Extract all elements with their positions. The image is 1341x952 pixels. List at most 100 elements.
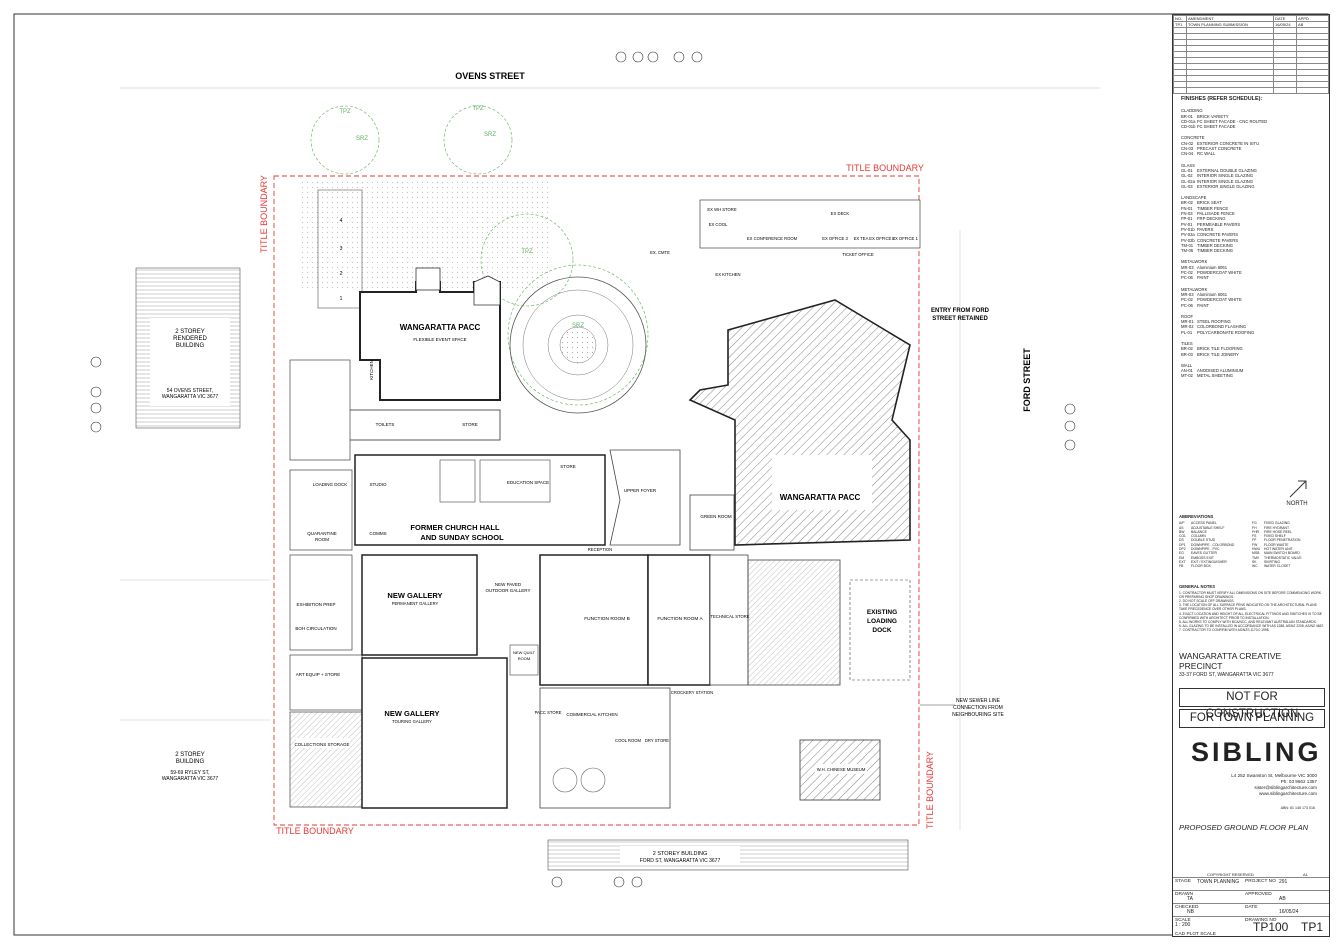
abbrev-code: FH xyxy=(1252,525,1257,530)
approved-value: AB xyxy=(1279,896,1286,902)
finish-group-title: CLADDING xyxy=(1181,108,1203,114)
gallery-permanent xyxy=(361,554,478,656)
room-loading-dock: LOADING DOCK xyxy=(313,482,348,487)
room-gallery-tour-sub: TOURING GALLERY xyxy=(392,719,432,724)
project-name: WANGARATTA CREATIVE PRECINCT xyxy=(1179,651,1282,671)
finish-code: PV-01 xyxy=(1181,221,1193,227)
section-markers-left[interactable] xyxy=(90,356,102,433)
section-markers-right[interactable] xyxy=(1064,403,1076,451)
dwgno-value: TP100 xyxy=(1253,920,1289,934)
abbrev-desc: BALANCE xyxy=(1191,529,1207,534)
abbrev-desc: DOWNPIPE - COLORBOND xyxy=(1191,542,1235,547)
abbrev-desc: FLOOR BOX xyxy=(1191,564,1211,569)
finish-desc: POWDERCOAT WHITE xyxy=(1197,270,1242,276)
room-collections: COLLECTIONS STORAGE xyxy=(295,742,350,747)
finish-desc: CONCRETE PAVERS xyxy=(1197,232,1239,238)
finish-code: BR-02 xyxy=(1181,200,1193,206)
finish-desc: BRICK TILE FLOORING xyxy=(1197,346,1243,352)
title-boundary-top: TITLE BOUNDARY xyxy=(846,163,924,173)
existing-loading-dock xyxy=(849,579,911,681)
label-sewer3: NEIGHBOURING SITE xyxy=(952,712,1004,718)
stamp-town-planning: FOR TOWN PLANNING xyxy=(1179,709,1325,728)
room-quilt1: NEW QUILT xyxy=(513,650,535,655)
firm-email[interactable]: sister@siblingarchitecture.com xyxy=(1254,785,1317,790)
finish-code: CN-02 xyxy=(1181,140,1194,146)
label-entry2: STREET RETAINED xyxy=(932,316,988,322)
finish-desc: TIMBER FENCE xyxy=(1197,205,1229,211)
room-loading2: LOADING xyxy=(867,618,897,625)
abbrev-desc: FIRE HOSE REEL xyxy=(1264,529,1293,534)
room-ex-wh: EX WH STORE xyxy=(707,207,736,212)
finish-code: PC-02 xyxy=(1181,297,1193,303)
gallery-touring xyxy=(361,657,508,809)
tpz-label-2: TPZ xyxy=(472,106,484,112)
neighbour-54-addr1: 54 OVENS STREET, xyxy=(167,388,213,394)
cad-plot-label: CAD PLOT SCALE xyxy=(1175,932,1216,937)
finish-desc: ANODISED ALUMINIUM xyxy=(1197,368,1244,374)
finish-code: TM-01 xyxy=(1181,242,1194,248)
drawing-title: PROPOSED GROUND FLOOR PLAN xyxy=(1179,823,1309,832)
finish-desc: BRICK TILE JOINERY xyxy=(1197,351,1239,357)
finish-desc: BRICK SEAT xyxy=(1197,200,1222,206)
abbrev-code: FB xyxy=(1179,564,1184,569)
finish-desc: PAVERS xyxy=(1197,226,1214,232)
abbrev-desc: SKIRTING xyxy=(1264,559,1280,564)
north-arrow: NORTH xyxy=(1281,477,1313,507)
street-ovens: OVENS STREET xyxy=(455,71,525,81)
neighbour-ford-type: 2 STOREY BUILDING xyxy=(653,851,708,857)
finish-code: PC-06 xyxy=(1181,302,1193,308)
abbrev-code: COL xyxy=(1179,534,1186,539)
room-crockery: CROCKERY STATION xyxy=(671,690,713,695)
room-pacc-east: WANGARATTA PACC xyxy=(780,493,861,502)
section-markers-bottom[interactable] xyxy=(551,876,643,888)
finish-code: FN-03 xyxy=(1181,211,1193,217)
finish-group-title: TILES xyxy=(1181,340,1193,346)
title-boundary-left: TITLE BOUNDARY xyxy=(259,175,269,253)
abbrev-code: DP1 xyxy=(1179,542,1186,547)
north-arrow-icon xyxy=(1289,480,1307,498)
finish-desc: INTERIOR SINGLE GLAZING xyxy=(1197,178,1254,184)
room-ex-cmte: EX. CMTE xyxy=(650,250,670,255)
room-comms: COMMS xyxy=(369,531,386,536)
finish-group-title: ROOF xyxy=(1181,313,1194,319)
dwgno-label: DRAWING NO xyxy=(1245,918,1277,923)
srz-label-2: SRZ xyxy=(484,132,496,138)
finish-group-title: GLASS xyxy=(1181,162,1195,168)
finish-desc: PALLISADE FENCE xyxy=(1197,211,1235,217)
parking-2: 2 xyxy=(340,271,343,277)
title-boundary-bottom: TITLE BOUNDARY xyxy=(276,826,354,836)
room-ex-office2: EX OFFICE 2 xyxy=(869,236,895,241)
bollards-area xyxy=(317,189,363,309)
abbrev-desc: DOUBLE STUD xyxy=(1191,538,1216,543)
finish-code: CN-03 xyxy=(1181,146,1194,152)
room-ticket: TICKET OFFICE xyxy=(842,252,874,257)
section-markers-top[interactable] xyxy=(615,51,703,63)
firm-website[interactable]: www.siblingarchitecture.com xyxy=(1259,791,1317,796)
finish-group-title: METALWORK xyxy=(1181,286,1208,292)
neighbour-ryley-type2: BUILDING xyxy=(176,759,205,765)
finish-desc: TIMBER DECKING xyxy=(1197,242,1234,248)
abbrev-desc: MAIN SWITCH BOARD xyxy=(1264,551,1300,556)
finish-desc: FC SHEET FACADE xyxy=(1197,124,1236,130)
room-outdoor2: OUTDOOR GALLERY xyxy=(486,588,531,593)
